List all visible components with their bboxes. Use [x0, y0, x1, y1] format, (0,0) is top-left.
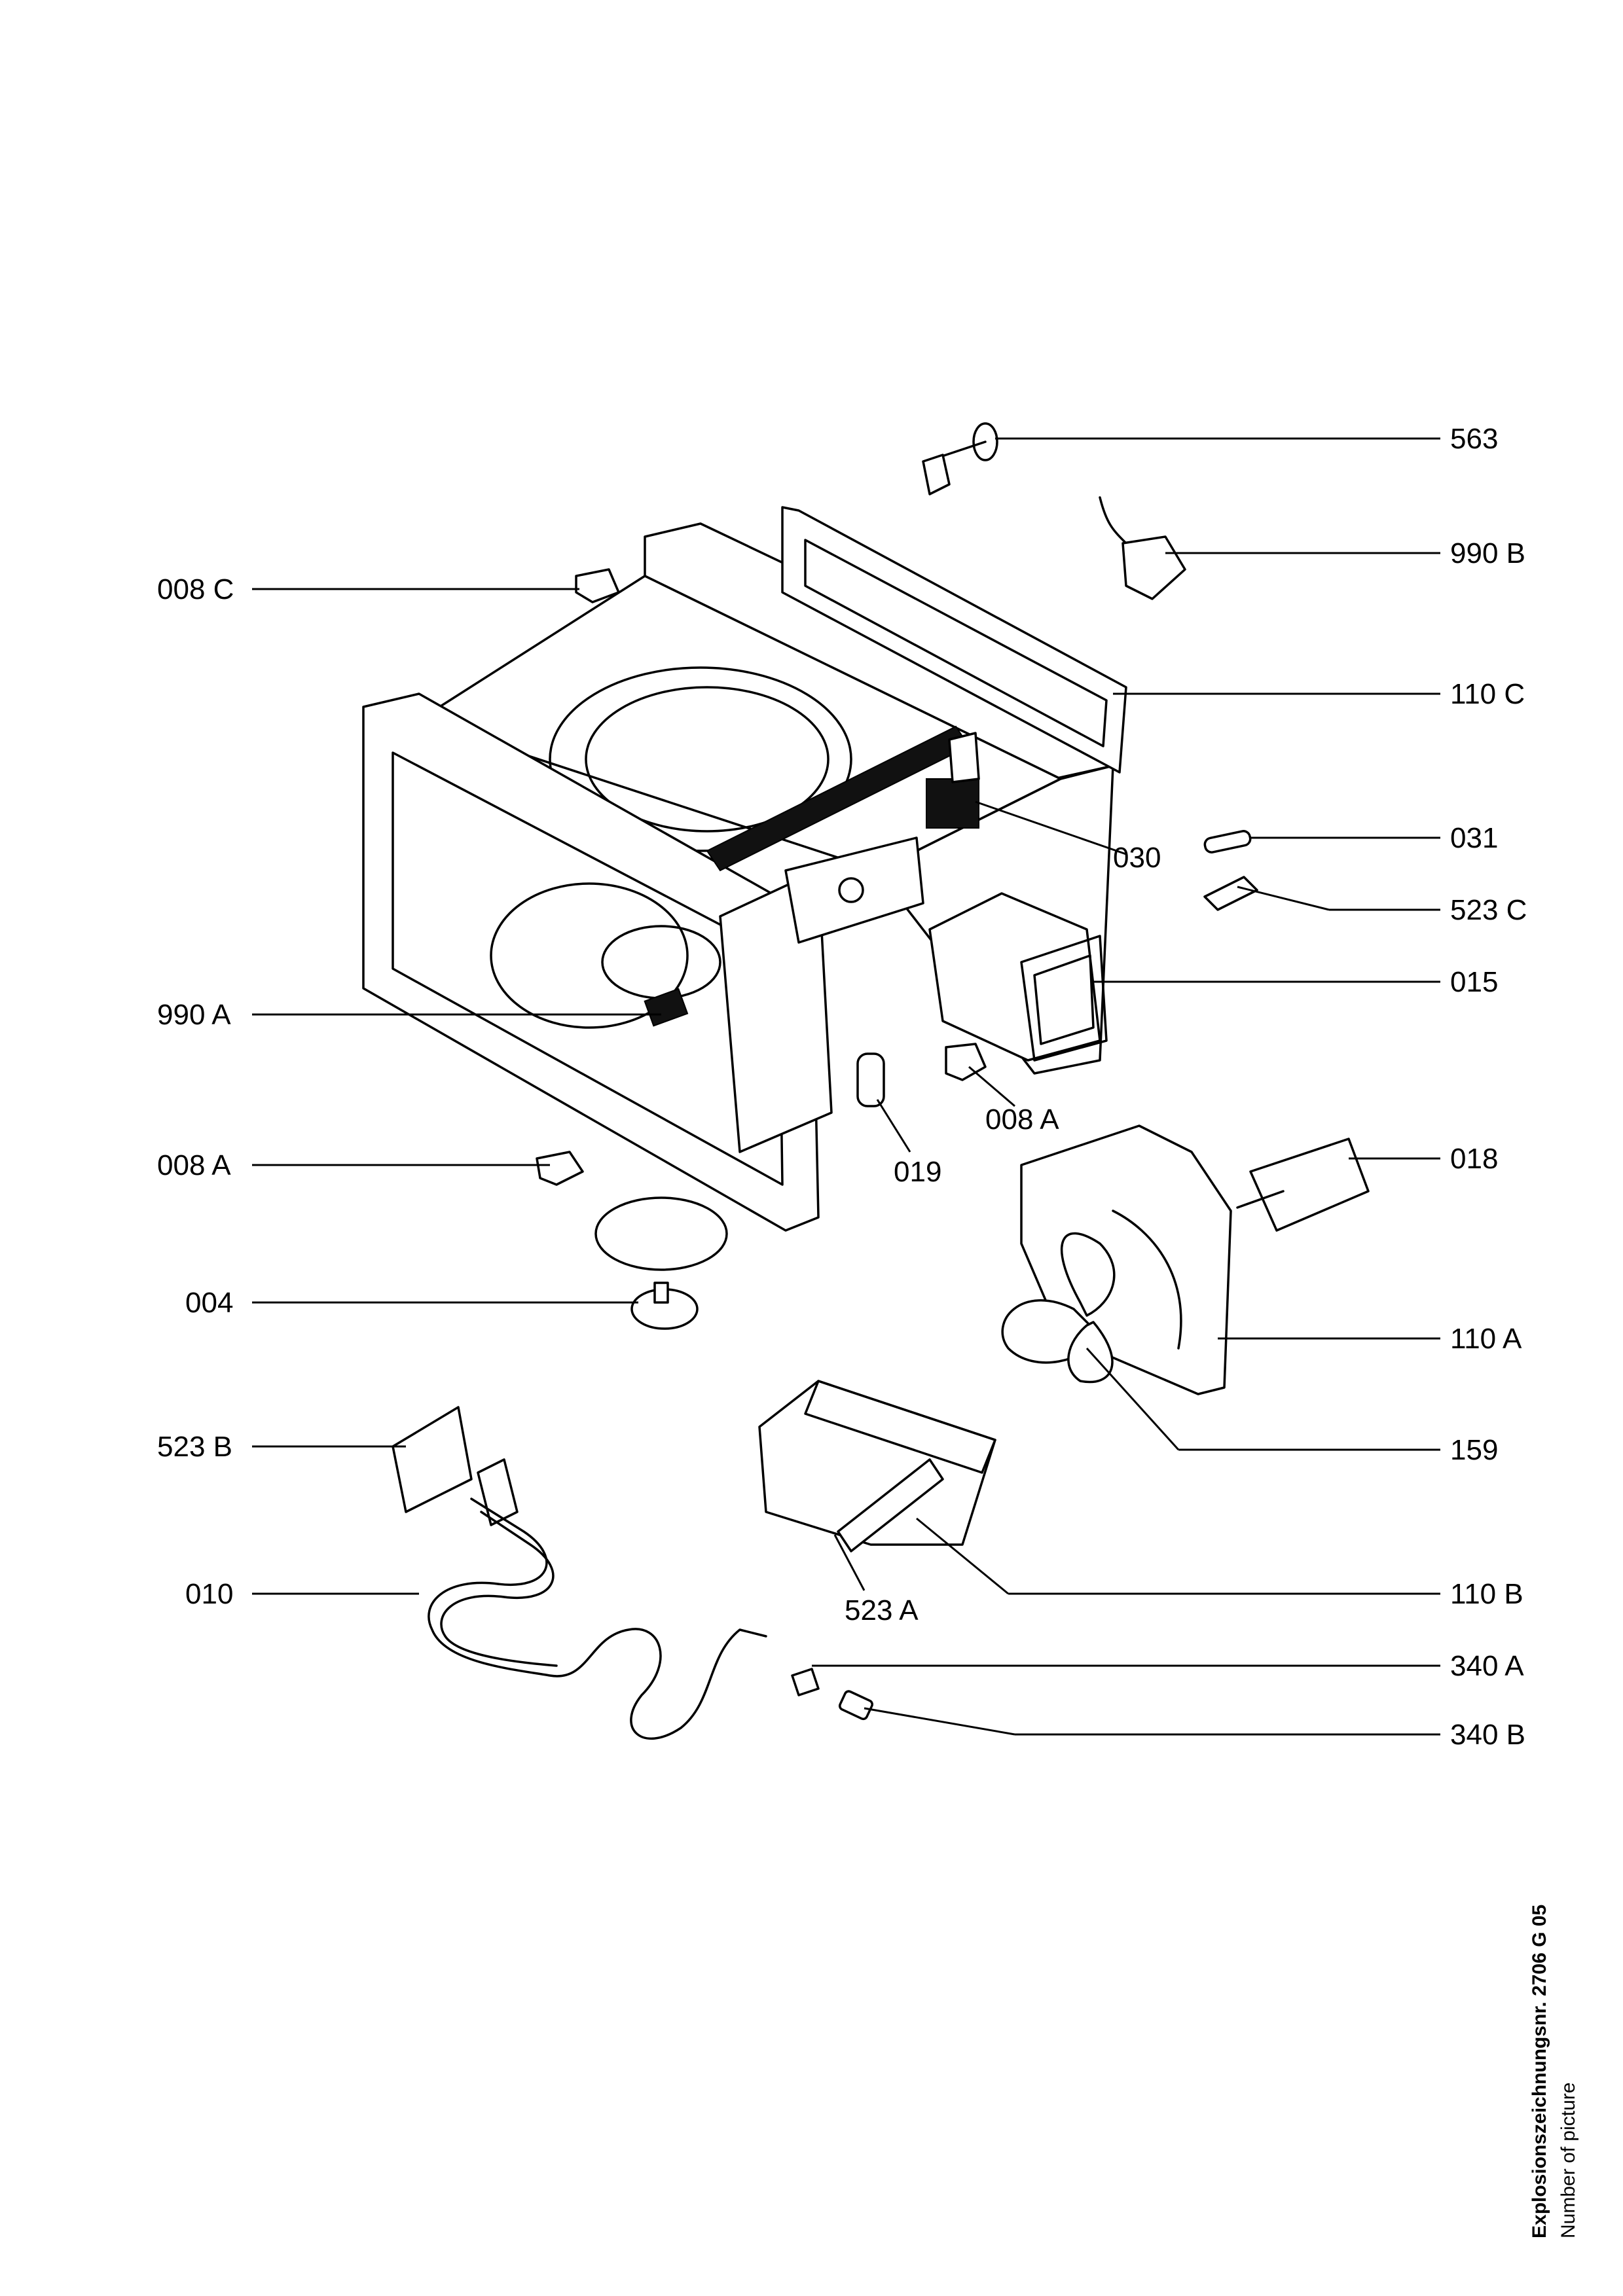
part-563-pin: [922, 422, 998, 495]
part-110c-frame: [781, 506, 1127, 774]
label-008c: 008 C: [157, 573, 234, 605]
label-015: 015: [1450, 966, 1498, 998]
part-340a: [791, 1668, 820, 1696]
part-523b-plate: [392, 1406, 473, 1513]
drawing-number-block: Explosionszeichnungsnr. 2706 G 05 Number…: [1525, 1820, 1584, 2238]
part-015-magnetron: [928, 892, 1108, 1062]
part-110b-assembly: [758, 1380, 996, 1552]
oven-cavity-housing: [362, 522, 1114, 1232]
label-159: 159: [1450, 1434, 1498, 1466]
label-523c: 523 C: [1450, 894, 1527, 926]
label-340a: 340 A: [1450, 1650, 1524, 1682]
label-010: 010: [185, 1578, 233, 1610]
part-523c-switch: [1203, 876, 1258, 911]
label-110c: 110 C: [1450, 678, 1525, 710]
label-523a: 523 A: [845, 1594, 919, 1626]
part-008a-clip-mid: [945, 1043, 987, 1081]
part-019-lamp: [856, 1052, 885, 1107]
part-990b-plug: [1099, 496, 1186, 600]
drawing-number: Explosionszeichnungsnr. 2706 G 05: [1529, 1904, 1550, 2238]
label-340b: 340 B: [1450, 1719, 1525, 1751]
label-008a-mid: 008 A: [985, 1103, 1059, 1136]
label-018: 018: [1450, 1143, 1498, 1175]
label-031: 031: [1450, 822, 1498, 854]
label-563: 563: [1450, 423, 1498, 455]
part-labels: 563 990 B 008 C 110 C 030 031 523 C 015 …: [157, 423, 1527, 1751]
part-008a-clip-left: [536, 1151, 584, 1186]
label-523b: 523 B: [157, 1431, 232, 1463]
label-019: 019: [894, 1156, 941, 1188]
label-990b: 990 B: [1450, 537, 1525, 569]
part-004-turntable: [594, 1196, 728, 1330]
part-018-motor: [1236, 1138, 1370, 1232]
drawing-number-rotated: Explosionszeichnungsnr. 2706 G 05 Number…: [1525, 1820, 1583, 2238]
label-990a: 990 A: [157, 999, 231, 1031]
drawing-caption: Number of picture: [1558, 2082, 1579, 2238]
part-030-block: [926, 732, 980, 829]
part-340b: [838, 1690, 873, 1721]
leader-lines: [252, 437, 1440, 1736]
label-030: 030: [1113, 842, 1161, 874]
label-004: 004: [185, 1287, 233, 1319]
label-110a: 110 A: [1450, 1323, 1522, 1355]
part-031-fuse: [1203, 830, 1252, 853]
label-008a-left: 008 A: [157, 1149, 231, 1181]
label-110b: 110 B: [1450, 1578, 1523, 1610]
part-010-heating-element: [428, 1458, 767, 1740]
